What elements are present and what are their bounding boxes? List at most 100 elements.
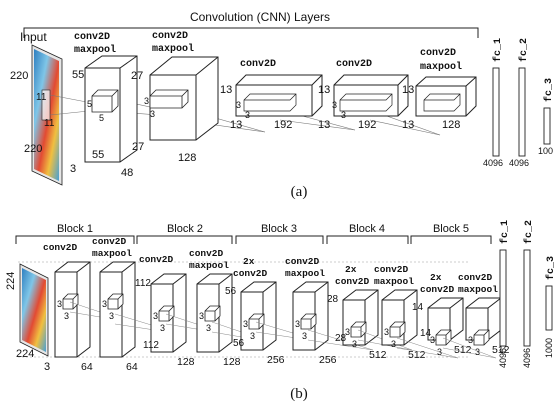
block-2-bracket — [136, 235, 233, 244]
layer-a5-left: 13 — [402, 84, 414, 96]
layer-a2-op1: conv2D — [152, 31, 188, 42]
layer-b5-depth: 256 — [267, 354, 285, 366]
layer-b4-depth: 128 — [223, 356, 241, 368]
block-1-label: Block 1 — [57, 223, 93, 235]
fc-b1-size: 4096 — [498, 348, 508, 368]
feature-map-b1 — [54, 261, 91, 358]
layer-a1-op2: maxpool — [74, 44, 116, 56]
layer-b5-side-bottom: 56 — [233, 338, 245, 349]
kernel-box-b5 — [248, 313, 265, 330]
layer-a1-op1: conv2D — [74, 32, 110, 43]
fc-a3-bar — [543, 107, 551, 145]
kernel-label: 3 — [430, 335, 435, 345]
kernel-box-b9 — [435, 329, 452, 346]
panel-a-title: Convolution (CNN) Layers — [190, 10, 330, 24]
layer-a3-depth: 192 — [274, 119, 292, 131]
kernel-box-a3 — [243, 93, 297, 112]
input-b-height: 224 — [5, 272, 17, 290]
layer-b4-op: conv2D — [189, 248, 224, 259]
layer-b8-op: maxpool — [374, 276, 414, 287]
layer-a4-k2: 3 — [341, 110, 346, 120]
layer-a3-bottom: 13 — [230, 119, 242, 131]
layer-a2-k2: 3 — [150, 109, 155, 119]
caption-a: (a) — [291, 184, 308, 200]
fc-a2-label: fc_2 — [518, 38, 530, 62]
layer-b7-op: 2x — [345, 264, 357, 275]
feature-map-b5 — [240, 281, 277, 351]
layer-a5-bottom: 13 — [402, 119, 414, 131]
layer-a3-k2: 3 — [245, 110, 250, 120]
kernel-label: 3 — [352, 339, 357, 349]
input-kernel-height: 11 — [36, 92, 47, 103]
layer-a2-depth: 128 — [178, 152, 196, 164]
layer-a1-k2: 5 — [99, 113, 104, 123]
kernel-box-b10 — [473, 329, 490, 346]
kernel-label: 3 — [468, 335, 473, 345]
input-height: 220 — [10, 70, 28, 82]
kernel-label: 3 — [153, 311, 158, 321]
kernel-label: 3 — [302, 331, 307, 341]
kernel-label: 3 — [57, 299, 62, 309]
layer-b9-op: conv2D — [420, 284, 455, 295]
kernel-label: 3 — [109, 311, 114, 321]
layer-a4-bottom: 13 — [318, 119, 330, 131]
kernel-box-b7 — [350, 321, 367, 338]
fc-b3-bar — [545, 285, 553, 331]
layer-a2: conv2D maxpool 27 27 128 3 3 — [131, 31, 219, 164]
fc-b3-label: fc_3 — [545, 256, 554, 280]
feature-map-b6 — [292, 281, 329, 351]
kernel-box-b4 — [204, 305, 221, 322]
layer-a2-op2: maxpool — [152, 43, 194, 55]
layer-a2-left: 27 — [131, 70, 143, 82]
fc-layers-b: fc_1 fc_2 fc_3 4096 4096 1000 — [498, 220, 554, 368]
layer-b7-side-bottom: 28 — [335, 333, 347, 344]
layer-a5: conv2D maxpool 13 13 128 — [402, 48, 477, 131]
layer-b5-op: conv2D — [233, 268, 268, 279]
layer-b7-side: 28 — [327, 294, 339, 305]
kernel-label: 3 — [160, 323, 165, 333]
connection-line — [442, 347, 497, 359]
guide-lines-b — [18, 261, 470, 358]
layer-b8-depth: 512 — [408, 349, 426, 361]
layer-a1-k1: 5 — [87, 99, 92, 109]
input-channels: 3 — [70, 163, 76, 175]
layer-b3-op: conv2D — [139, 254, 174, 265]
layer-a3-k1: 3 — [236, 100, 241, 110]
layer-b2-op: maxpool — [92, 248, 132, 259]
connection-line — [396, 347, 459, 359]
fc-a3-label: fc_3 — [543, 78, 554, 102]
kernel-label: 3 — [437, 347, 442, 357]
block-4-bracket — [326, 235, 409, 244]
input-b-width: 224 — [16, 348, 34, 360]
input-kernel-width: 11 — [44, 118, 55, 129]
layer-a5-op1: conv2D — [420, 48, 456, 59]
kernel-label: 3 — [64, 311, 69, 321]
layer-b9-depth: 512 — [454, 344, 472, 356]
layer-b5-side: 56 — [225, 286, 237, 297]
layer-b9-side-bottom: 14 — [420, 328, 432, 339]
fc-layers-a: fc_1 fc_2 fc_3 4096 4096 100 — [483, 38, 554, 168]
layer-b8-op: conv2D — [374, 264, 409, 275]
layer-b9-side: 14 — [412, 302, 424, 313]
block-1-bracket — [15, 235, 135, 244]
panel-b: Block 1 Block 2 Block 3 Block 4 Block 5 … — [5, 220, 554, 402]
kernel-label: 3 — [391, 339, 396, 349]
layer-b3-depth: 128 — [177, 356, 195, 368]
fc-a3-size: 100 — [538, 146, 553, 156]
layers-b: 33conv2D6433conv2Dmaxpool6433conv2D11211… — [43, 236, 510, 373]
layer-b7-depth: 512 — [369, 349, 387, 361]
block-2-label: Block 2 — [167, 223, 203, 235]
layer-b2-depth: 64 — [126, 361, 138, 373]
layer-a1: conv2D maxpool 55 55 48 5 5 — [72, 32, 138, 179]
layer-b1-op: conv2D — [43, 242, 78, 253]
kernel-box-b6 — [300, 313, 317, 330]
layer-a2-bottom: 27 — [132, 141, 144, 153]
block-brackets — [15, 235, 492, 244]
fc-a1-label: fc_1 — [492, 38, 504, 62]
